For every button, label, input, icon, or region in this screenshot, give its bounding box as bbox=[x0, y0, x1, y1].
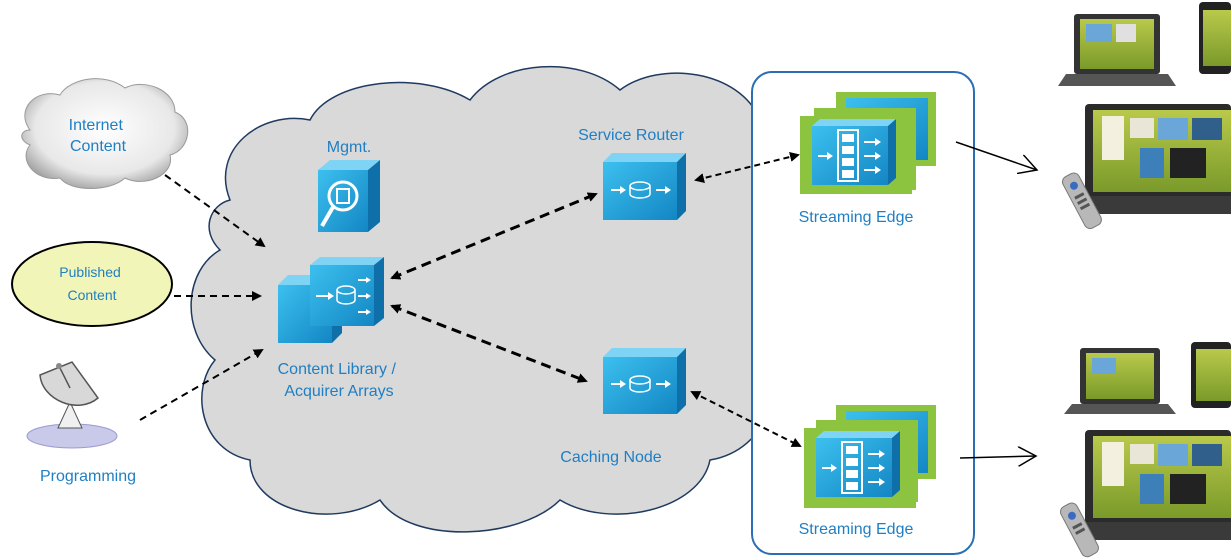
link-router-to-edge-top bbox=[694, 152, 800, 183]
svg-text:Content Library / Acquirer: Content Library / Acquirer Arrays bbox=[278, 361, 401, 400]
link-library-to-router bbox=[390, 192, 598, 280]
cache-icon bbox=[603, 348, 686, 414]
svg-text:Internet Content: Internet Content bbox=[69, 117, 128, 155]
magnifier-icon bbox=[318, 160, 380, 232]
link-library-to-cache bbox=[390, 304, 588, 383]
streaming-edge-top-label: Streaming Edge bbox=[799, 209, 914, 226]
content-library-label-line1: Content Library / bbox=[278, 361, 397, 378]
satellite-dish-icon bbox=[26, 361, 118, 449]
published-content-label-line1: Published bbox=[59, 264, 121, 280]
internet-content-cloud bbox=[21, 78, 189, 189]
published-content-ellipse bbox=[11, 241, 173, 327]
flow-edge-top-to-clients bbox=[955, 141, 1037, 170]
flow-edge-bottom-to-clients bbox=[959, 456, 1036, 458]
internet-content-label-line2: Content bbox=[70, 138, 127, 155]
link-cache-to-edge-bottom bbox=[690, 391, 802, 447]
film-stream-icon bbox=[800, 92, 936, 194]
router-icon bbox=[603, 153, 686, 220]
laptop-phone-tv-icon bbox=[1058, 2, 1231, 229]
svg-text:Published Content: Published Content bbox=[59, 264, 124, 303]
service-router-label: Service Router bbox=[578, 127, 684, 144]
film-stream-icon bbox=[804, 405, 936, 508]
content-library-label-line2: Acquirer Arrays bbox=[284, 383, 393, 400]
streaming-edge-bottom-label: Streaming Edge bbox=[799, 521, 914, 538]
internet-content-label-line1: Internet bbox=[69, 117, 124, 134]
programming-label: Programming bbox=[40, 468, 136, 485]
published-content-label-line2: Content bbox=[67, 287, 116, 303]
caching-node-label: Caching Node bbox=[560, 449, 662, 466]
flow-internet-to-library bbox=[164, 174, 266, 248]
laptop-phone-tv-icon bbox=[1059, 342, 1231, 558]
mgmt-label: Mgmt. bbox=[327, 139, 371, 156]
server-stack-icon bbox=[278, 257, 384, 343]
